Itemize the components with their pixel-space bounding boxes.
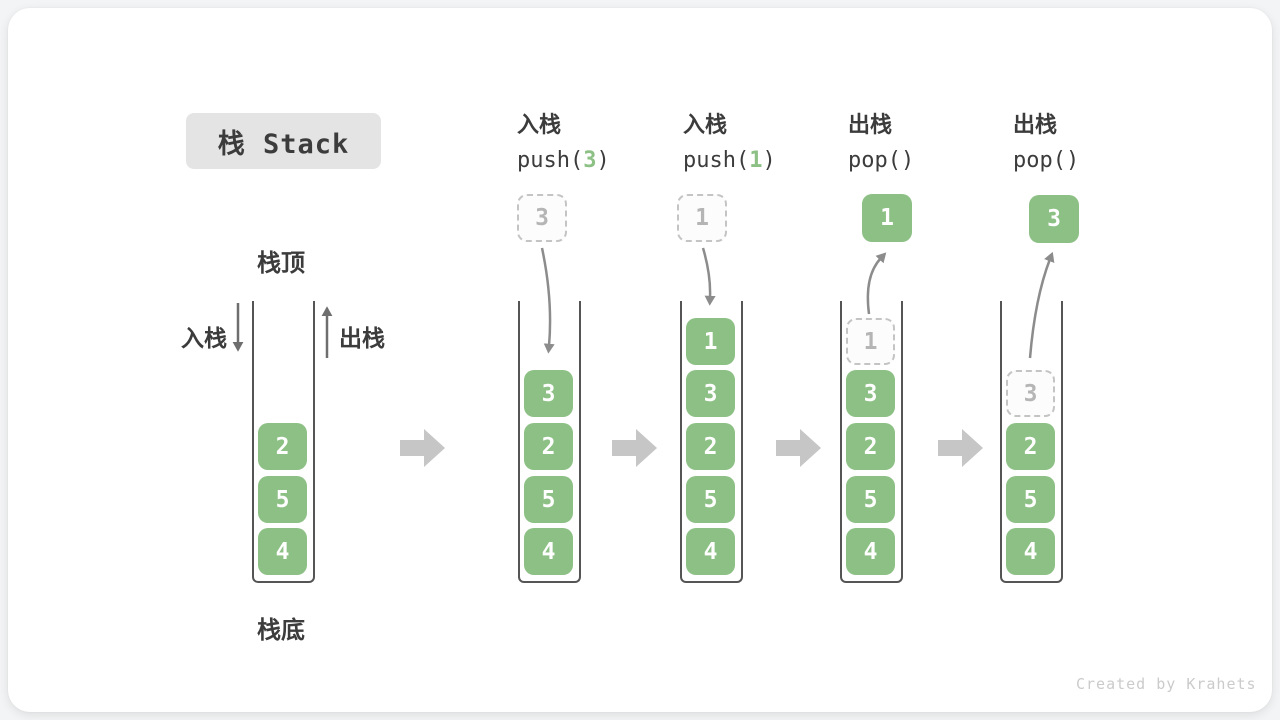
op-fn: pop( <box>1013 148 1066 173</box>
op-close: ) <box>900 148 915 173</box>
op-label-push-3: 入栈 push(3) <box>517 107 687 173</box>
op-code: pop() <box>848 148 1018 173</box>
ghost-slot-1: 1 <box>846 318 895 365</box>
stack-block: 5 <box>1006 476 1055 523</box>
op-name: 出栈 <box>1013 113 1058 138</box>
op-name: 入栈 <box>517 113 562 138</box>
op-arg: 1 <box>749 148 763 173</box>
stack-block: 3 <box>686 370 735 417</box>
op-code: push(3) <box>517 148 687 173</box>
op-code: pop() <box>1013 148 1183 173</box>
stack-block: 1 <box>686 318 735 365</box>
stack-block: 3 <box>846 370 895 417</box>
op-close: ) <box>1065 148 1080 173</box>
stack-block: 5 <box>524 476 573 523</box>
popped-element-1: 1 <box>862 194 912 242</box>
op-code: push(1) <box>683 148 853 173</box>
op-close: ) <box>762 148 776 173</box>
op-fn: push( <box>683 148 750 173</box>
pop-direction-label: 出栈 <box>339 326 385 352</box>
stack-block: 2 <box>258 423 307 470</box>
stack-block: 2 <box>846 423 895 470</box>
stack-block: 4 <box>846 528 895 575</box>
stack-block: 4 <box>524 528 573 575</box>
op-label-pop-1: 出栈 pop() <box>848 107 1018 173</box>
op-name: 入栈 <box>683 113 728 138</box>
stack-top-label: 栈顶 <box>257 249 305 277</box>
op-label-push-1: 入栈 push(1) <box>683 107 853 173</box>
stack-bottom-label: 栈底 <box>257 616 305 644</box>
op-close: ) <box>596 148 610 173</box>
watermark: Created by Krahets <box>1076 675 1257 693</box>
op-fn: pop( <box>848 148 901 173</box>
stack-block: 2 <box>686 423 735 470</box>
stack-block: 4 <box>686 528 735 575</box>
incoming-element-1: 1 <box>677 194 727 242</box>
diagram-title: 栈 Stack <box>186 113 381 169</box>
stack-block: 5 <box>686 476 735 523</box>
push-direction-label: 入栈 <box>181 326 227 352</box>
op-name: 出栈 <box>848 113 893 138</box>
incoming-element-3: 3 <box>517 194 567 242</box>
stack-block: 3 <box>524 370 573 417</box>
stack-block: 2 <box>1006 423 1055 470</box>
stack-block: 5 <box>258 476 307 523</box>
op-label-pop-2: 出栈 pop() <box>1013 107 1183 173</box>
ghost-slot-3: 3 <box>1006 370 1055 417</box>
stack-block: 4 <box>258 528 307 575</box>
stack-block: 2 <box>524 423 573 470</box>
stack-block: 4 <box>1006 528 1055 575</box>
op-arg: 3 <box>583 148 597 173</box>
op-fn: push( <box>517 148 584 173</box>
popped-element-3: 3 <box>1029 195 1079 243</box>
stack-block: 5 <box>846 476 895 523</box>
